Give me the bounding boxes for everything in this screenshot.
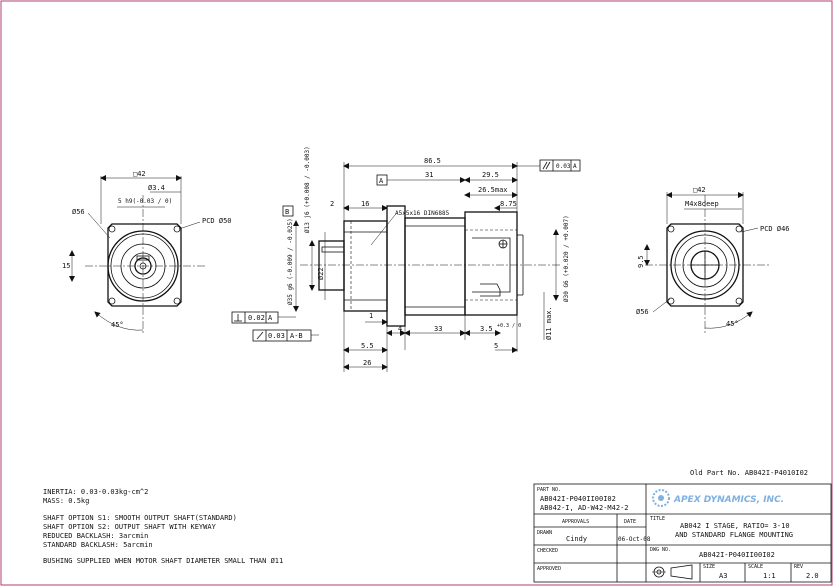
len-33-label: 33 — [434, 325, 442, 333]
left-hole-label: Ø3.4 — [148, 184, 165, 192]
len-2-label: 2 — [330, 200, 334, 208]
right-thread-label: M4x8deep — [685, 200, 719, 208]
left-angle-label: 45° — [111, 321, 124, 329]
notes: INERTIA: 0.03-0.03kg-cm^2 MASS: 0.5kg SH… — [43, 488, 283, 565]
old-part-number: Old Part No. AB042I-P4010I02 — [690, 469, 808, 477]
keyway-label: A5x5x16 DIN6885 — [395, 210, 450, 217]
note-line: MASS: 0.5kg — [43, 497, 89, 505]
right-height-label: 9.5 — [637, 255, 645, 268]
note-line: SHAFT OPTION S1: SMOOTH OUTPUT SHAFT(STA… — [43, 514, 237, 522]
scale-label: SCALE — [748, 564, 763, 570]
perp-tol-label: 0.02 — [248, 314, 265, 322]
logo-text: APEX DYNAMICS, INC. — [673, 495, 784, 505]
right-end-view: □42 M4x8deep PCD Ø46 9.5 Ø56 45° — [636, 186, 790, 335]
len-1-label: 1 — [369, 312, 373, 320]
len-26-5-label: 26.5max — [478, 186, 508, 194]
note-line: REDUCED BACKLASH: 3arcmin — [43, 532, 148, 540]
len-31-label: 31 — [425, 171, 433, 179]
len-3-5-tol-label: +0.3 / 0 — [497, 323, 521, 329]
len-4-label: 4 — [398, 325, 402, 333]
shaft-g6-label: Ø35 g6 (-0.009 / -0.025) — [287, 218, 294, 305]
note-line: STANDARD BACKLASH: 5arcmin — [43, 541, 153, 549]
drawn-label: DRAWN — [537, 530, 552, 536]
overall-length-label: 86.5 — [424, 157, 441, 165]
right-angle-label: 45° — [726, 320, 739, 328]
perp-ref-label: A — [268, 314, 273, 322]
runout-tol-label: 0.03 — [268, 332, 285, 340]
approvals-label: APPROVALS — [562, 519, 589, 525]
title-line-2: AND STANDARD FLANGE MOUNTING — [675, 531, 793, 539]
rev-label: REV — [794, 564, 803, 570]
title-block: PART NO. AB042I-P040II00I02 AB042-I, AD-… — [533, 483, 832, 583]
datum-b-label: B — [285, 208, 289, 216]
parallel-tol-label: 0.03 — [556, 163, 571, 170]
len-8-75-label: 8.75 — [500, 200, 517, 208]
dia-g6-right-label: Ø30 G6 (+0.020 / +0.007) — [563, 215, 570, 302]
left-height-label: 15 — [62, 262, 70, 270]
company-logo: APEX DYNAMICS, INC. — [652, 489, 784, 507]
date-label: DATE — [624, 519, 636, 525]
len-5-5-label: 5.5 — [361, 342, 374, 350]
left-fit-label: 5 h9(-0.03 / 0) — [118, 198, 172, 205]
left-pilot-label: Ø56 — [72, 208, 85, 216]
datum-a-label: A — [379, 177, 384, 185]
projection-symbol-icon — [652, 564, 693, 580]
left-end-view: □42 Ø3.4 5 h9(-0.03 / 0) Ø56 PCD Ø50 15 … — [62, 170, 232, 335]
approved-label: APPROVED — [537, 566, 561, 572]
dia-22-label: Ø22 — [317, 267, 325, 280]
len-5-label: 5 — [494, 342, 498, 350]
note-line: BUSHING SUPPLIED WHEN MOTOR SHAFT DIAMET… — [43, 557, 283, 565]
len-3-5-label: 3.5 — [480, 325, 493, 333]
right-pcd-label: PCD Ø46 — [760, 225, 790, 233]
note-line: INERTIA: 0.03-0.03kg-cm^2 — [43, 488, 148, 496]
dwg-no-label: DWG NO. — [650, 547, 671, 553]
left-pcd-label: PCD Ø50 — [202, 217, 232, 225]
scale-value: 1:1 — [763, 572, 776, 580]
left-square-label: □42 — [133, 170, 146, 178]
side-view: 86.5 0.03 A A 31 29.5 26.5max 8.75 16 2 … — [231, 146, 581, 372]
rev-value: 2.0 — [806, 572, 819, 580]
right-square-label: □42 — [693, 186, 706, 194]
part-no-label: PART NO. — [537, 487, 561, 493]
parallel-ref-label: A — [573, 163, 577, 170]
shaft-j6-label: Ø13 j6 (+0.008 / -0.003) — [304, 146, 311, 233]
dwg-no: AB042I-P040II00I02 — [699, 551, 775, 559]
title-line-1: AB042 I STAGE, RATIO= 3-10 — [680, 522, 790, 530]
title-label: TITLE — [650, 516, 665, 522]
size-label: SIZE — [703, 564, 715, 570]
runout-ref-label: A-B — [290, 332, 303, 340]
len-16-label: 16 — [361, 200, 369, 208]
dia-11-label: Ø11 max. — [545, 306, 553, 340]
part-no-2: AB042-I, AD-W42-M42-2 — [540, 504, 629, 512]
note-line: SHAFT OPTION S2: OUTPUT SHAFT WITH KEYWA… — [43, 523, 217, 531]
part-no-1: AB042I-P040II00I02 — [540, 495, 616, 503]
len-26-label: 26 — [363, 359, 371, 367]
len-29-5-label: 29.5 — [482, 171, 499, 179]
right-pilot-label: Ø56 — [636, 308, 649, 316]
checked-label: CHECKED — [537, 548, 558, 554]
drawn-by: Cindy — [566, 535, 587, 543]
size-value: A3 — [719, 572, 727, 580]
drawn-date: 06-Oct-08 — [618, 536, 651, 543]
